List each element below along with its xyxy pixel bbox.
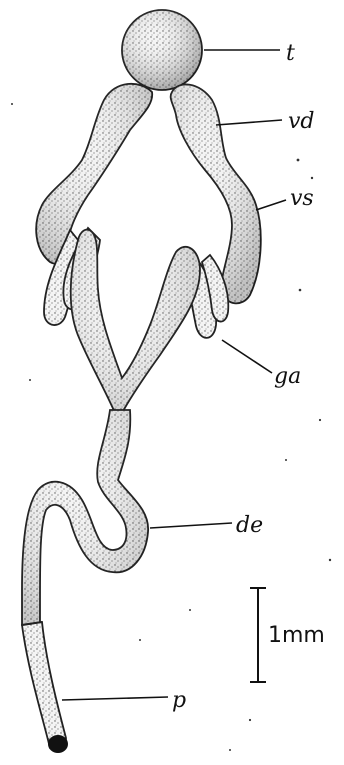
label-vd: vd [288, 109, 315, 134]
leader-de [150, 523, 232, 528]
label-vs: vs [290, 186, 314, 211]
ejaculatory-body [71, 230, 200, 420]
leader-p [62, 697, 168, 700]
penis [22, 622, 68, 753]
scale-bar-label: 1mm [268, 623, 325, 648]
label-t: t [286, 41, 295, 66]
testis [122, 10, 202, 90]
leader-vs [256, 200, 286, 210]
label-ga: ga [274, 364, 301, 389]
scale-bar: 1mm [250, 588, 325, 682]
label-de: de [236, 513, 263, 538]
ductus-ejaculatorius [22, 410, 148, 625]
leader-ga [222, 340, 272, 373]
label-p: p [172, 688, 186, 713]
leader-vd [216, 120, 282, 125]
